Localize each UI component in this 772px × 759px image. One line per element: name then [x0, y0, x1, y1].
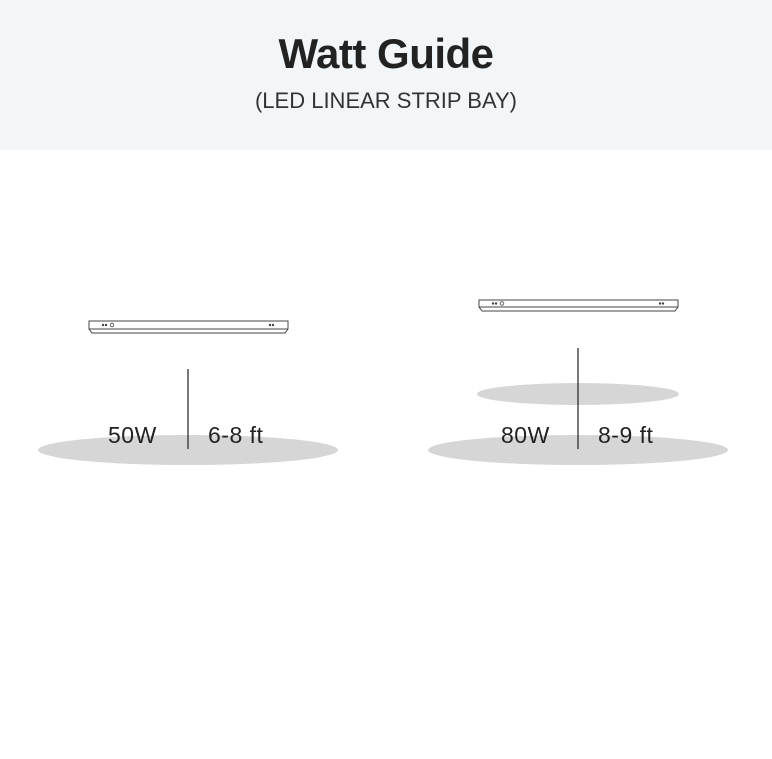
strip-light-fixture	[478, 299, 679, 312]
header-band: Watt Guide (LED LINEAR STRIP BAY)	[0, 0, 772, 150]
height-label-50w: 6-8 ft	[208, 422, 264, 448]
light-pool	[38, 435, 338, 465]
strip-light-fixture	[88, 320, 289, 334]
height-label-80w: 8-9 ft	[598, 422, 654, 448]
fixture-option-50w	[38, 320, 338, 465]
wattage-label-80w: 80W	[501, 422, 550, 448]
wattage-label-50w: 50W	[108, 422, 157, 448]
light-pool	[428, 435, 728, 465]
fixture-option-80w	[428, 299, 728, 465]
page-title: Watt Guide	[278, 30, 494, 77]
page-subtitle: (LED LINEAR STRIP BAY)	[254, 88, 518, 113]
